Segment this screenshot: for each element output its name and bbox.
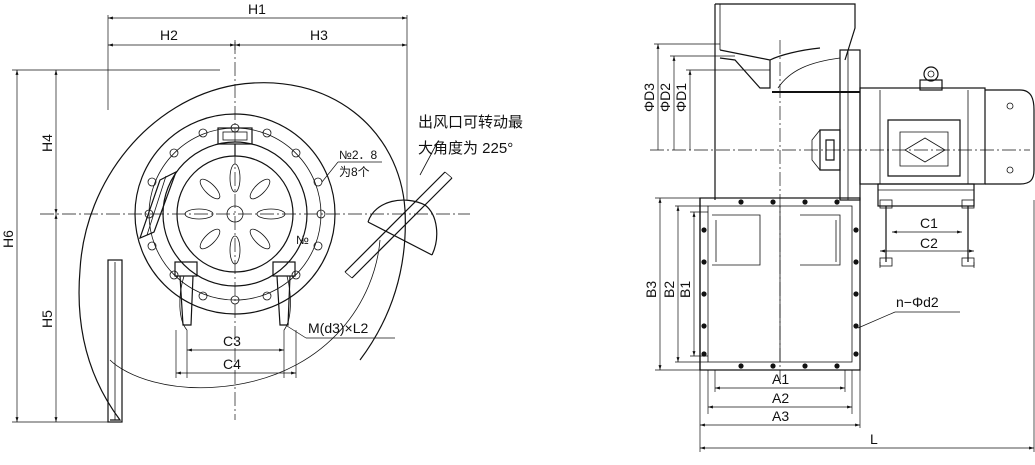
support-feet	[174, 261, 296, 331]
label-b2: B2	[661, 281, 677, 298]
label-b3: B3	[643, 281, 659, 298]
label-b1: B1	[677, 281, 693, 298]
motor	[859, 66, 1035, 207]
inlet-duct-outline	[715, 3, 856, 61]
label-h5: H5	[39, 310, 55, 328]
label-h3: H3	[310, 27, 328, 43]
label-a1: A1	[772, 371, 789, 387]
note-line-2: 大角度为 225°	[418, 140, 513, 157]
label-h2: H2	[160, 27, 178, 43]
label-d1: ΦD1	[673, 83, 689, 112]
inlet-flange-inner	[162, 141, 308, 287]
inlet-cone	[719, 49, 771, 89]
motor-base	[879, 199, 975, 268]
volute-inner-line	[109, 239, 381, 389]
label-c3: C3	[223, 333, 241, 349]
label-c4: C4	[223, 356, 241, 372]
label-holes: n−Φd2	[896, 294, 939, 310]
label-size-no: №2．8	[339, 148, 378, 162]
label-size-count: 为8个	[339, 165, 370, 179]
fan-housing-flange	[699, 197, 861, 371]
label-c1: C1	[920, 215, 938, 231]
note-line-1: 出风口可转动最	[418, 114, 523, 131]
label-a3: A3	[772, 408, 789, 424]
outlet-flange	[107, 259, 123, 423]
label-h4: H4	[39, 134, 55, 152]
coupling-hub	[819, 129, 841, 171]
label-c2: C2	[920, 235, 938, 251]
label-a2: A2	[772, 390, 789, 406]
label-h6: H6	[0, 230, 16, 248]
inlet-flange-outer	[134, 113, 336, 315]
hub-slots	[184, 163, 286, 265]
label-l: L	[870, 431, 878, 447]
damper-plate	[138, 170, 178, 240]
label-no: №	[296, 233, 309, 247]
bearing-plate	[839, 49, 861, 201]
volute-casing-outline	[78, 82, 406, 421]
front-view: H1 H2 H3 H6 H4 H5 C3 C4 M(d3)×L2 №2．8 为8…	[0, 1, 523, 423]
label-bolt: M(d3)×L2	[308, 320, 369, 336]
label-d3: ΦD3	[641, 83, 657, 112]
flange-holes	[701, 199, 859, 369]
side-view: ΦD3 ΦD2 ΦD1 B3 B2 B1 A1 A2 A3 L	[641, 3, 1035, 452]
label-d2: ΦD2	[657, 83, 673, 112]
label-h1: H1	[248, 1, 266, 17]
outlet-rotation-indicator	[344, 144, 453, 279]
